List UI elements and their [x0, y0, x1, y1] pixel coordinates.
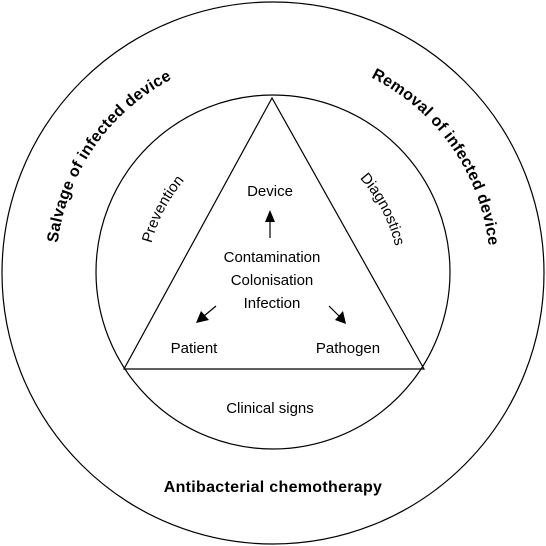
outer-label-bottom: Antibacterial chemotherapy	[164, 479, 383, 496]
center-line-colonisation: Colonisation	[231, 272, 314, 289]
center-line-infection: Infection	[244, 295, 301, 312]
device-label: Device	[247, 183, 293, 200]
arrow-down-right-icon	[328, 305, 346, 324]
clinical-signs-label: Clinical signs	[226, 400, 314, 417]
diagnostics-label: Diagnostics	[357, 170, 408, 248]
pathogen-label: Pathogen	[316, 340, 380, 357]
central-triangle	[122, 96, 426, 370]
patient-label: Patient	[171, 340, 219, 357]
arrow-up-icon	[265, 210, 275, 238]
inner-circle	[95, 94, 451, 450]
prevention-label: Prevention	[139, 172, 188, 244]
center-line-contamination: Contamination	[224, 249, 321, 266]
arrow-down-left-icon	[196, 305, 217, 323]
